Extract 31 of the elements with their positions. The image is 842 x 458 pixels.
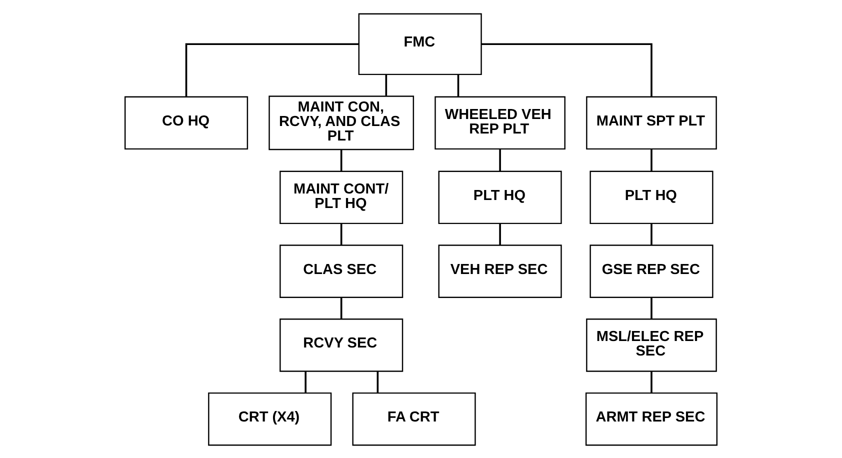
connector <box>482 42 652 96</box>
node-box: CLAS SEC <box>280 244 404 298</box>
node-box: ARMT REP SEC <box>585 392 718 446</box>
connector <box>650 370 652 392</box>
connector <box>650 148 652 171</box>
node-box: CO HQ <box>124 96 248 150</box>
node-box: FA CRT <box>352 392 476 446</box>
connector <box>385 74 388 96</box>
node-box: MAINT CON, RCVY, AND CLAS PLT <box>268 95 414 150</box>
node-box: GSE REP SEC <box>590 244 714 298</box>
node-box: MAINT CONT/ PLT HQ <box>280 170 404 224</box>
connector <box>340 223 342 245</box>
connector <box>304 370 306 392</box>
node-box: PLT HQ <box>590 170 714 224</box>
node-box: VEH REP SEC <box>438 244 562 298</box>
connector <box>499 223 501 245</box>
node-box: FMC <box>358 12 482 75</box>
node-box: WHEELED VEH REP PLT <box>434 96 566 150</box>
node-box: CRT (X4) <box>208 392 332 446</box>
connector <box>499 148 501 171</box>
node-box: MSL/ELEC REP SEC <box>586 318 717 372</box>
connector <box>185 42 359 96</box>
node-box: RCVY SEC <box>280 318 404 372</box>
node-box: MAINT SPT PLT <box>586 96 717 150</box>
node-box: PLT HQ <box>438 170 562 224</box>
connector <box>457 74 460 96</box>
connector <box>340 297 342 319</box>
connector <box>650 223 652 245</box>
connector <box>376 370 379 392</box>
connector <box>650 297 652 319</box>
connector <box>340 149 342 171</box>
